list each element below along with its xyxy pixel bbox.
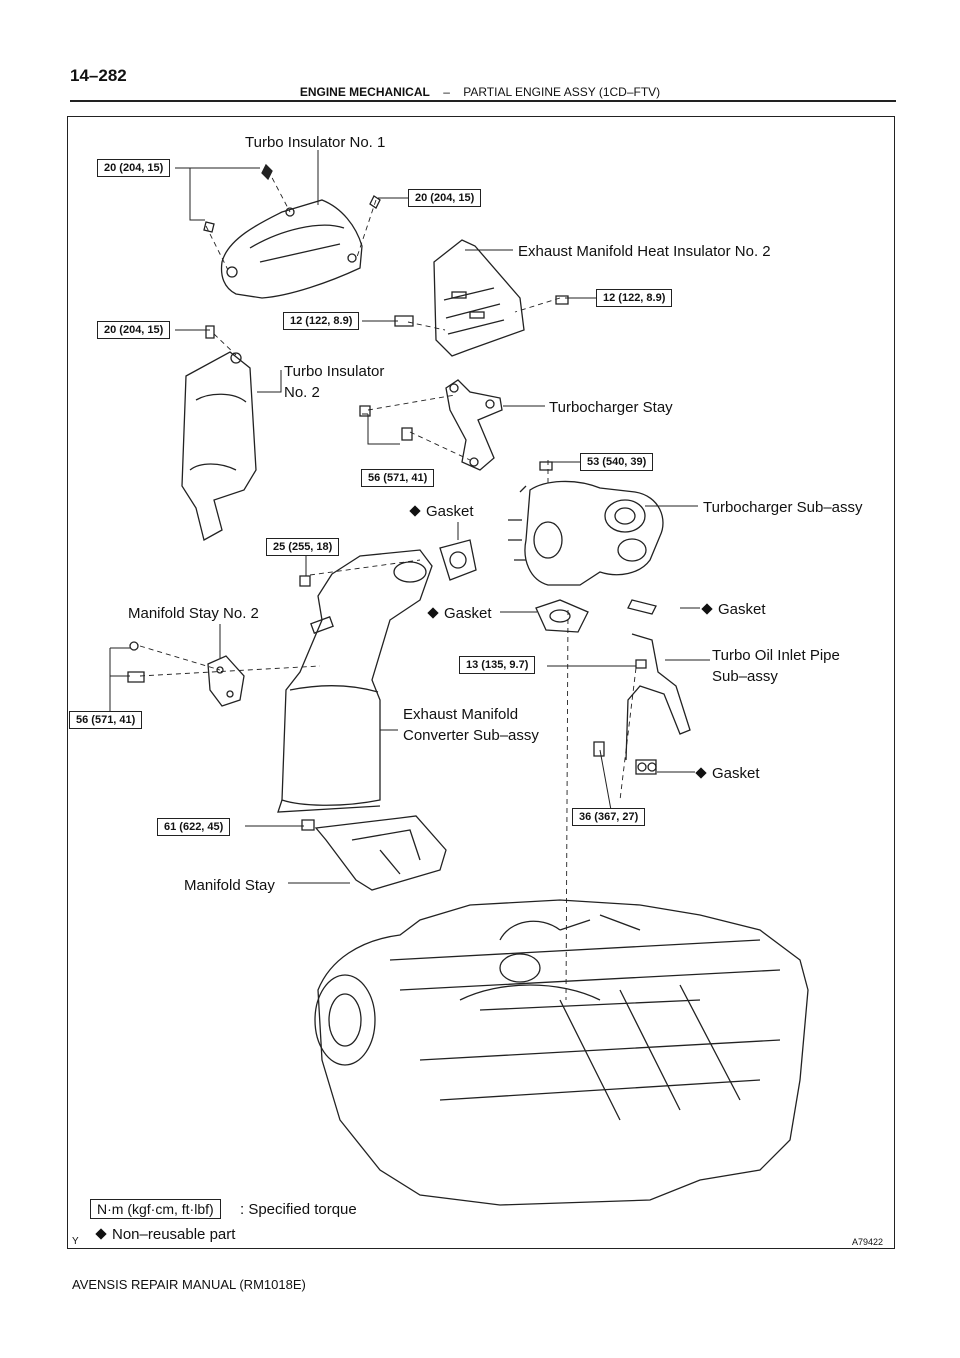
gasket-right-text: Gasket [718,601,766,618]
legend-unit-box: N·m (kgf·cm, ft·lbf) [90,1199,221,1219]
torque-box: 36 (367, 27) [572,808,646,826]
alignment-dashes [139,169,637,1001]
header-rule [70,100,896,102]
torque-box: 13 (135, 9.7) [459,656,536,674]
label-manifold-stay: Manifold Stay [184,877,275,894]
label-heat-insulator-2: Exhaust Manifold Heat Insulator No. 2 [518,243,771,260]
label-turbocharger-sub-assy: Turbocharger Sub–assy [703,499,863,516]
subsection-title: PARTIAL ENGINE ASSY (1CD–FTV) [463,85,661,99]
footer: AVENSIS REPAIR MANUAL (RM1018E) [72,1277,306,1292]
torque-box: 53 (540, 39) [580,453,654,471]
label-turbo-insulator-2-line1: Turbo Insulator [284,363,385,380]
label-gasket-right: Gasket [700,600,766,620]
manifold-stay-2-art [127,641,245,707]
leader-lines [109,150,710,884]
diamond-icon [701,603,713,615]
label-converter-line1: Exhaust Manifold [403,706,519,723]
torque-box: 56 (571, 41) [69,711,143,729]
gasket-art [439,539,657,775]
turbo-insulator-1-art [203,163,381,299]
corner-mark: Y [72,1236,79,1247]
exhaust-converter-art [277,549,433,813]
engine-block-art [314,899,809,1206]
torque-box: 12 (122, 8.9) [596,289,673,307]
legend-unit-text: : Specified torque [240,1201,357,1218]
page-number: 14–282 [70,66,127,85]
legend-nonreusable-text: Non–reusable part [112,1226,236,1243]
label-oil-inlet-line2: Sub–assy [712,668,778,685]
label-turbocharger-stay: Turbocharger Stay [549,399,673,416]
turbo-insulator-2-art [181,325,257,541]
page-header: ENGINE MECHANICAL – PARTIAL ENGINE ASSY … [0,85,960,99]
section-title: ENGINE MECHANICAL [299,85,430,99]
figure-id: A79422 [852,1237,884,1247]
label-manifold-stay-2: Manifold Stay No. 2 [128,605,259,622]
gasket-lower-text: Gasket [712,765,760,782]
torque-box: 25 (255, 18) [266,538,340,556]
torque-box: 20 (204, 15) [97,159,171,177]
label-converter-line2: Converter Sub–assy [403,727,539,744]
manifold-stay-art [301,815,447,891]
diamond-icon [95,1228,107,1240]
label-gasket-middle: Gasket [426,604,492,624]
legend-nonreusable: Non–reusable part [94,1226,235,1243]
heat-insulator-2-art [394,239,569,357]
label-turbo-insulator-2-line2: No. 2 [284,384,320,401]
diamond-icon [409,505,421,517]
label-oil-inlet-line1: Turbo Oil Inlet Pipe [712,647,840,664]
header-separator: – [443,85,450,99]
label-gasket-lower: Gasket [694,764,760,784]
torque-box: 12 (122, 8.9) [283,312,360,330]
torque-box: 20 (204, 15) [97,321,171,339]
gasket-middle-text: Gasket [444,605,492,622]
oil-inlet-pipe-art [593,633,691,761]
torque-box: 20 (204, 15) [408,189,482,207]
turbocharger-stay-art [359,379,503,471]
torque-box: 56 (571, 41) [361,469,435,487]
turbocharger-art [508,461,664,586]
figure-frame [67,116,895,1249]
torque-box: 61 (622, 45) [157,818,231,836]
label-turbo-insulator-1: Turbo Insulator No. 1 [245,134,386,151]
diamond-icon [427,607,439,619]
diamond-icon [695,767,707,779]
label-gasket-upper: Gasket [408,502,474,522]
gasket-upper-text: Gasket [426,503,474,520]
